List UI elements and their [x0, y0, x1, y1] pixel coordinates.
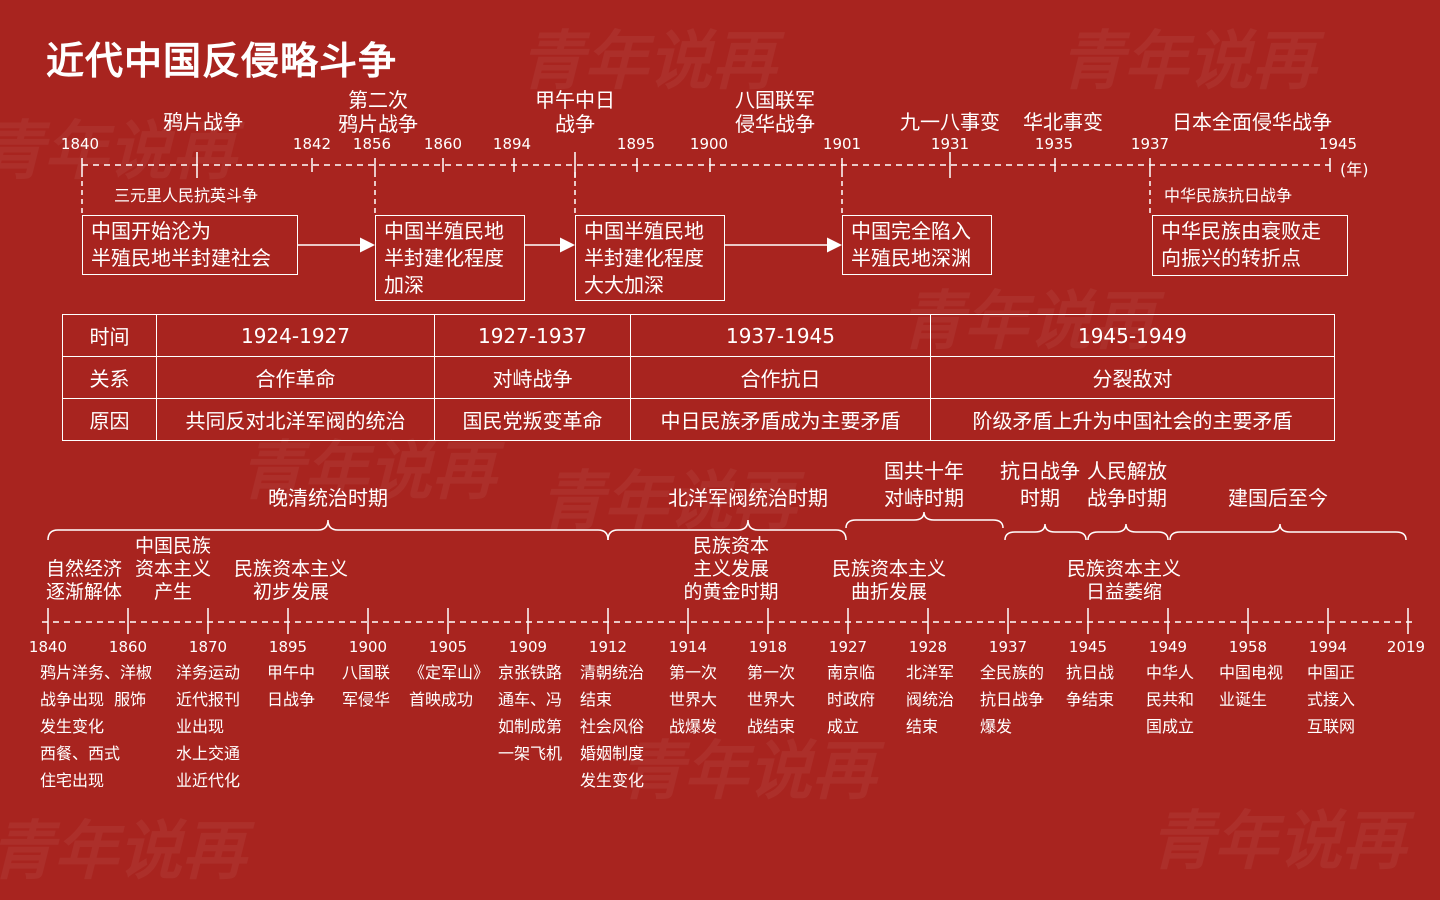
year-label: 1901: [822, 135, 862, 153]
event-mukden-incident: 九一八事变: [900, 110, 1000, 134]
table-cell: 分裂敌对: [930, 356, 1335, 399]
table-cell: 1927-1937: [434, 314, 631, 357]
year-label: 1840: [28, 638, 68, 656]
stage-box: 中国半殖民地 半封建化程度 大大加深: [575, 215, 725, 301]
year-label: 1945: [1318, 135, 1358, 153]
event-full-invasion: 日本全面侵华战争: [1172, 110, 1332, 134]
table-row: 关系 合作革命 对峙战争 合作抗日 分裂敌对: [62, 356, 1335, 399]
year-label: 1927: [828, 638, 868, 656]
development-label: 民族资本主义 日益萎缩: [1066, 558, 1182, 603]
event-sino-japanese-war: 甲午中日 战争: [535, 88, 615, 136]
event-second-opium-war: 第二次 鸦片战争: [338, 88, 418, 136]
row-header: 原因: [62, 398, 157, 441]
table-cell: 共同反对北洋军阀的统治: [156, 398, 435, 441]
event-label: 鸦片洋务、洋椒 战争出现 服饰 发生变化 西餐、西式 住宅出现: [39, 663, 153, 790]
event-label: 第一次 世界大 战爆发: [668, 663, 718, 736]
year-label: 1937: [988, 638, 1028, 656]
event-label: 洋务运动 近代报刊 业出现 水上交通 业近代化: [175, 663, 241, 790]
year-label: 1909: [508, 638, 548, 656]
year-label: 1935: [1034, 135, 1074, 153]
year-label: 1914: [668, 638, 708, 656]
year-label: 1840: [60, 135, 100, 153]
period-label: 国共十年 对峙时期: [884, 459, 964, 510]
year-label: 1895: [616, 135, 656, 153]
year-label: 1894: [492, 135, 532, 153]
period-label: 建国后至今: [1228, 486, 1328, 510]
event-label: 京张铁路 通车、冯 如制成第 一架飞机: [497, 663, 563, 763]
axis-unit: (年): [1340, 160, 1369, 179]
table-cell: 1924-1927: [156, 314, 435, 357]
year-label: 1958: [1228, 638, 1268, 656]
development-label: 民族资本 主义发展 的黄金时期: [683, 535, 779, 603]
table-row: 时间 1924-1927 1927-1937 1937-1945 1945-19…: [62, 314, 1335, 357]
table-cell: 合作抗日: [630, 356, 931, 399]
year-label: 1856: [352, 135, 392, 153]
event-label: 全民族的 抗日战争 爆发: [979, 663, 1045, 736]
event-label: 抗日战 争结束: [1065, 663, 1115, 709]
period-label: 晚清统治时期: [268, 486, 388, 510]
year-label: 1937: [1130, 135, 1170, 153]
event-opium-war: 鸦片战争: [163, 110, 243, 134]
row-header: 时间: [62, 314, 157, 357]
development-label: 民族资本主义 初步发展: [233, 558, 349, 603]
event-label: 《定军山》 首映成功: [408, 663, 490, 709]
row-header: 关系: [62, 356, 157, 399]
event-eight-nation-alliance: 八国联军 侵华战争: [735, 88, 815, 136]
year-label: 1994: [1308, 638, 1348, 656]
year-label: 1842: [292, 135, 332, 153]
development-label: 自然经济 逐渐解体: [45, 558, 123, 603]
stage-box: 中国开始沦为 半殖民地半封建社会: [82, 215, 298, 275]
year-label: 1905: [428, 638, 468, 656]
table-cell: 阶级矛盾上升为中国社会的主要矛盾: [930, 398, 1335, 441]
development-label: 民族资本主义 曲折发展: [831, 558, 947, 603]
kmt-cpc-relations-table: 时间 1924-1927 1927-1937 1937-1945 1945-19…: [62, 314, 1335, 441]
year-label: 1928: [908, 638, 948, 656]
event-label: 第一次 世界大 战结束: [746, 663, 796, 736]
event-label: 中华人 民共和 国成立: [1145, 663, 1195, 736]
year-label: 1949: [1148, 638, 1188, 656]
stage-box: 中国半殖民地 半封建化程度 加深: [375, 215, 525, 301]
year-label: 1912: [588, 638, 628, 656]
table-cell: 1945-1949: [930, 314, 1335, 357]
year-label: 1931: [930, 135, 970, 153]
event-label: 中国正 式接入 互联网: [1306, 663, 1356, 736]
table-row: 原因 共同反对北洋军阀的统治 国民党叛变革命 中日民族矛盾成为主要矛盾 阶级矛盾…: [62, 398, 1335, 441]
event-north-china-incident: 华北事变: [1023, 110, 1103, 134]
year-label: 1870: [188, 638, 228, 656]
year-label: 1860: [108, 638, 148, 656]
year-label: 1900: [348, 638, 388, 656]
period-label: 人民解放 战争时期: [1087, 459, 1167, 510]
event-label: 清朝统治 结束 社会风俗 婚姻制度 发生变化: [579, 663, 645, 790]
table-cell: 中日民族矛盾成为主要矛盾: [630, 398, 931, 441]
year-label: 1860: [423, 135, 463, 153]
event-label: 南京临 时政府 成立: [826, 663, 876, 736]
year-label: 1945: [1068, 638, 1108, 656]
page-title: 近代中国反侵略斗争: [46, 39, 398, 83]
table-cell: 对峙战争: [434, 356, 631, 399]
year-label: 2019: [1386, 638, 1426, 656]
year-label: 1895: [268, 638, 308, 656]
table-cell: 1937-1945: [630, 314, 931, 357]
event-label: 甲午中 日战争: [266, 663, 316, 709]
period-label: 抗日战争 时期: [1000, 459, 1080, 510]
event-label: 八国联 军侵华: [341, 663, 391, 709]
stage-box: 中国完全陷入 半殖民地深渊: [842, 215, 992, 275]
year-label: 1900: [689, 135, 729, 153]
sub-label-sanyuanli: 三元里人民抗英斗争: [114, 186, 259, 205]
development-label: 中国民族 资本主义 产生: [134, 535, 212, 603]
sub-label-anti-japanese-war: 中华民族抗日战争: [1164, 186, 1293, 205]
period-label: 北洋军阀统治时期: [668, 486, 828, 510]
table-cell: 合作革命: [156, 356, 435, 399]
table-cell: 国民党叛变革命: [434, 398, 631, 441]
event-label: 北洋军 阀统治 结束: [905, 663, 955, 736]
event-label: 中国电视 业诞生: [1218, 663, 1284, 709]
stage-box: 中华民族由衰败走 向振兴的转折点: [1152, 215, 1348, 276]
year-label: 1918: [748, 638, 788, 656]
